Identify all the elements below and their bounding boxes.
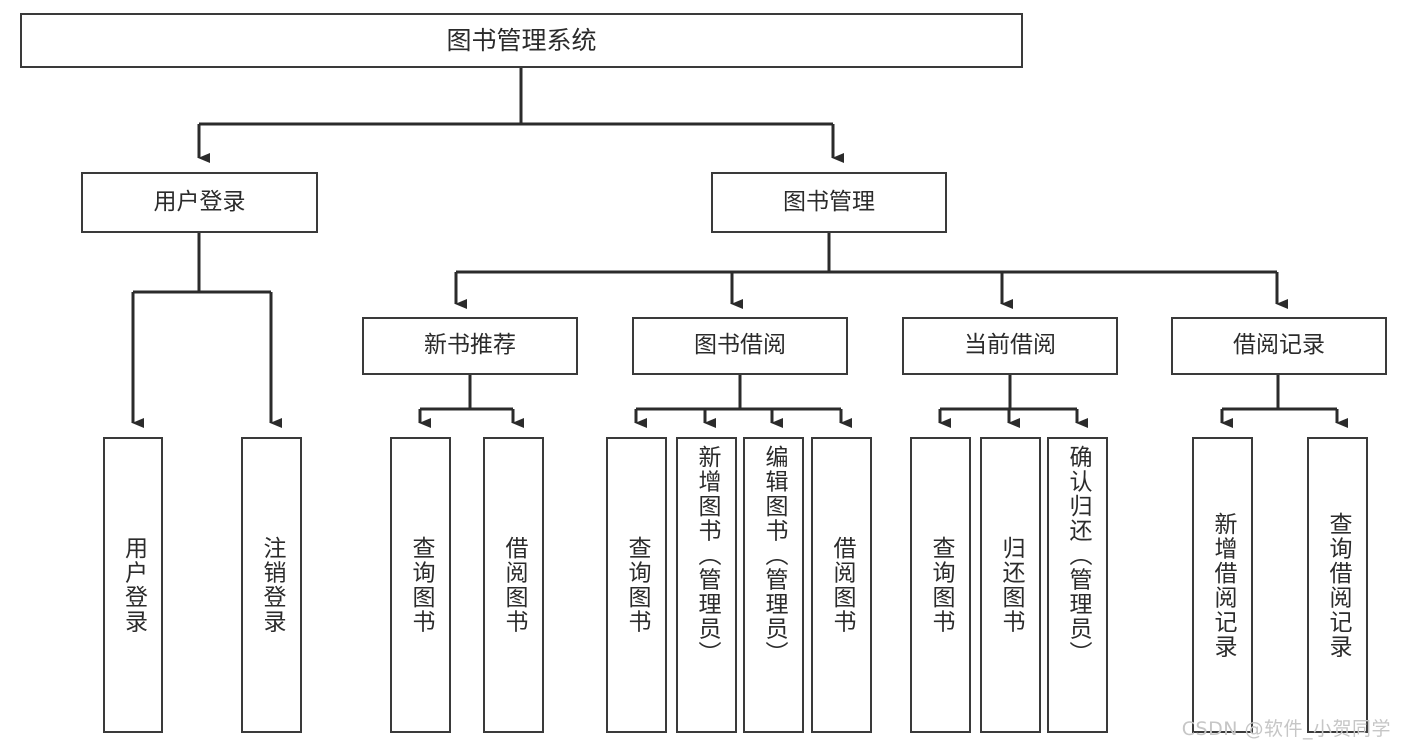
leaf-borrow-edit-book[interactable]: 编辑图书（管理员） <box>743 437 804 733</box>
leaf-current-return-book-label: 归还图书 <box>998 536 1024 634</box>
leaf-newbook-query-book[interactable]: 查询图书 <box>390 437 451 733</box>
node-user-login-label: 用户登录 <box>153 188 246 215</box>
node-root[interactable]: 图书管理系统 <box>20 13 1023 68</box>
leaf-record-add-record-label: 新增借阅记录 <box>1210 511 1236 659</box>
leaf-logout-label: 注销登录 <box>259 536 285 634</box>
leaf-record-add-record[interactable]: 新增借阅记录 <box>1192 437 1253 733</box>
leaf-current-query-book[interactable]: 查询图书 <box>910 437 971 733</box>
node-book-borrow[interactable]: 图书借阅 <box>632 317 848 375</box>
leaf-borrow-borrow-book[interactable]: 借阅图书 <box>811 437 872 733</box>
leaf-user-login[interactable]: 用户登录 <box>103 437 163 733</box>
leaf-user-login-label: 用户登录 <box>120 536 147 634</box>
leaf-current-confirm-return[interactable]: 确认归还（管理员） <box>1047 437 1108 733</box>
leaf-borrow-add-book[interactable]: 新增图书（管理员） <box>676 437 737 733</box>
node-book-management-label: 图书管理 <box>783 188 875 215</box>
leaf-borrow-query-book[interactable]: 查询图书 <box>606 437 667 733</box>
leaf-current-confirm-return-label: 确认归还（管理员） <box>1065 445 1091 666</box>
node-book-management[interactable]: 图书管理 <box>711 172 947 233</box>
leaf-current-query-book-label: 查询图书 <box>928 536 954 634</box>
csdn-watermark: CSDN @软件_小贺同学 <box>1181 718 1391 740</box>
node-book-borrow-label: 图书借阅 <box>694 332 786 359</box>
leaf-newbook-borrow-book[interactable]: 借阅图书 <box>483 437 544 733</box>
leaf-newbook-query-book-label: 查询图书 <box>408 536 434 634</box>
node-borrow-record-label: 借阅记录 <box>1233 332 1325 359</box>
leaf-newbook-borrow-book-label: 借阅图书 <box>501 536 527 634</box>
leaf-record-query-record[interactable]: 查询借阅记录 <box>1307 437 1368 733</box>
node-new-book-recommend-label: 新书推荐 <box>424 332 516 359</box>
node-borrow-record[interactable]: 借阅记录 <box>1171 317 1387 375</box>
leaf-borrow-add-book-label: 新增图书（管理员） <box>694 445 720 666</box>
node-root-label: 图书管理系统 <box>446 25 597 55</box>
leaf-borrow-borrow-book-label: 借阅图书 <box>829 536 855 634</box>
leaf-logout[interactable]: 注销登录 <box>241 437 302 733</box>
leaf-current-return-book[interactable]: 归还图书 <box>980 437 1041 733</box>
leaf-record-query-record-label: 查询借阅记录 <box>1325 511 1351 659</box>
leaf-borrow-edit-book-label: 编辑图书（管理员） <box>761 445 787 666</box>
node-current-borrow[interactable]: 当前借阅 <box>902 317 1118 375</box>
node-current-borrow-label: 当前借阅 <box>964 332 1056 359</box>
leaf-borrow-query-book-label: 查询图书 <box>624 536 650 634</box>
node-new-book-recommend[interactable]: 新书推荐 <box>362 317 578 375</box>
node-user-login[interactable]: 用户登录 <box>81 172 318 233</box>
